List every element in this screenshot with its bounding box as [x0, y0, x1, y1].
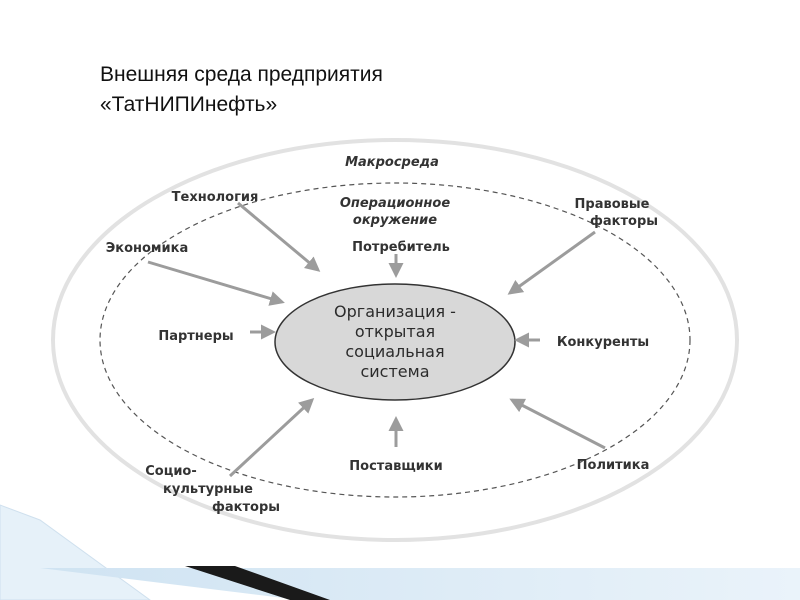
title-line-1: Внешняя среда предприятия — [100, 63, 383, 86]
arrow-economy — [147, 260, 285, 306]
title-line-2: «ТатНИПИнефть» — [100, 93, 278, 116]
center-text-line3: социальная — [345, 342, 444, 361]
label-socio-line2: культурные — [163, 482, 253, 497]
macro-environment-label: Макросреда — [345, 155, 439, 170]
arrow-legal — [507, 230, 596, 295]
operating-environment-label-line1: Операционное — [340, 196, 450, 211]
decorative-light-band — [0, 504, 151, 600]
label-consumer: Потребитель — [352, 240, 450, 255]
label-suppliers: Поставщики — [349, 459, 442, 474]
decorative-blue-band — [40, 568, 800, 600]
label-economy: Экономика — [106, 241, 189, 256]
slide-title: Внешняя среда предприятия «ТатНИПИнефть» — [100, 60, 383, 120]
label-legal-line2: факторы — [590, 214, 658, 229]
label-competitors: Конкуренты — [557, 335, 649, 350]
operating-environment-ellipse — [99, 182, 691, 498]
arrow-socio-cultural — [228, 397, 315, 478]
center-text-line1: Организация - — [334, 302, 456, 321]
center-text-line4: система — [360, 362, 429, 381]
label-socio-line3: факторы — [212, 500, 280, 515]
center-text-line2: открытая — [355, 322, 435, 341]
label-politics: Политика — [577, 458, 650, 473]
label-partners: Партнеры — [158, 329, 233, 344]
label-socio-line1: Социо- — [145, 464, 197, 479]
arrow-politics — [509, 398, 606, 450]
label-technology: Технология — [172, 190, 259, 205]
label-legal-line1: Правовые — [575, 197, 650, 212]
operating-environment-label-line2: окружение — [353, 213, 437, 228]
arrows — [147, 201, 606, 478]
arrow-technology — [237, 201, 321, 272]
decorative-dark-stripe — [185, 566, 330, 600]
